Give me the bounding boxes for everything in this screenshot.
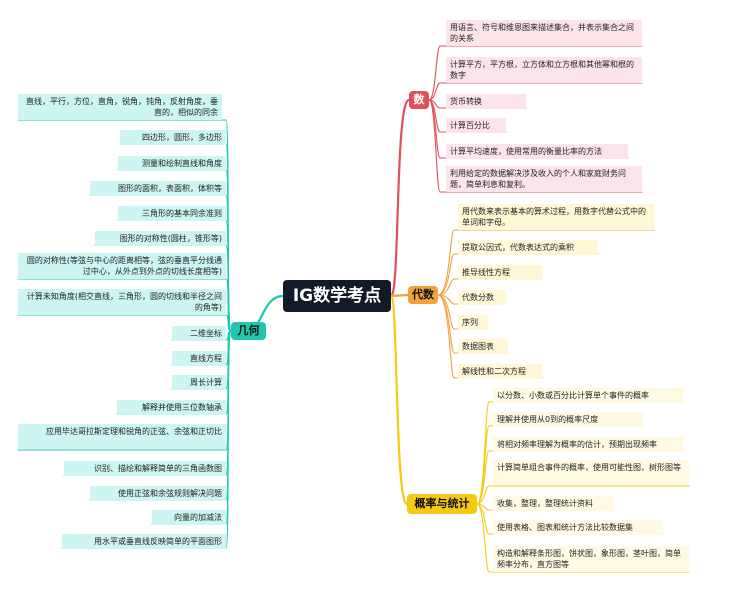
connector-algebra-3 — [437, 278, 455, 296]
leaf-geometry-14: 识别、描绘和解释简单的三角函数图 — [64, 461, 226, 476]
connector-probability-2 — [476, 425, 490, 505]
leaf-geometry-12: 解释并使用三位数轴承 — [117, 400, 226, 415]
leaf-geometry-13: 应用毕达哥拉斯定理和锐角的正弦、余弦和正切比 — [18, 424, 226, 449]
leaf-probability-5: 收集，整理，整理统计资料 — [493, 496, 613, 511]
leaf-geometry-5: 三角形的基本同余准则 — [118, 206, 226, 221]
leaf-algebra-3: 推导线性方程 — [458, 265, 542, 280]
connector-number-2 — [428, 82, 441, 101]
leaf-geometry-11: 周长计算 — [172, 375, 226, 390]
branch-algebra: 代数 — [408, 286, 438, 304]
trunk-algebra — [389, 293, 410, 298]
leaf-number-5: 计算平均速度，使用常用的衡量比率的方法 — [446, 144, 628, 159]
connector-algebra-7 — [437, 294, 455, 379]
leaf-probability-1: 以分数、小数或百分比计算单个事件的概率 — [493, 388, 683, 403]
connector-probability-7 — [476, 503, 490, 573]
leaf-geometry-8: 计算未知角度(相交直线，三角形，圆的切线和半径之间的角等) — [18, 289, 226, 315]
trunk-probability — [389, 294, 409, 506]
leaf-number-1: 用语言、符号和维恩图来描述集合，并表示集合之间的关系 — [446, 20, 642, 46]
leaf-geometry-2: 四边形，圆形，多边形 — [120, 130, 226, 145]
branch-number: 数 — [409, 91, 429, 109]
leaf-geometry-16: 向量的加减法 — [152, 510, 226, 525]
connector-number-6 — [428, 99, 441, 193]
leaf-geometry-3: 测量和绘制直线和角度 — [118, 156, 226, 171]
branch-probability: 概率与统计 — [407, 494, 477, 514]
leaf-probability-6: 使用表格、图表和统计方法比较数据集 — [493, 520, 663, 535]
leaf-algebra-1: 用代数来表示基本的算术过程，用数字代替公式中的单词和字母。 — [458, 204, 654, 230]
leaf-number-2: 计算平方，平方根，立方体和立方根和其他幂和根的数字 — [446, 57, 642, 83]
connector-algebra-1 — [437, 229, 455, 296]
leaf-number-4: 计算百分比 — [446, 118, 506, 133]
leaf-geometry-17: 用水平或垂直线反映简单的平面图形 — [62, 534, 226, 549]
connector-algebra-2 — [437, 253, 455, 296]
leaf-probability-3: 将相对频率理解为概率的估计，预期出现频率 — [493, 437, 683, 452]
leaf-geometry-9: 二维坐标 — [172, 326, 226, 341]
leaf-algebra-6: 数据图表 — [458, 339, 508, 354]
leaf-geometry-6: 图形的对称性(圆柱，锥形等) — [95, 231, 226, 246]
leaf-number-3: 货币转换 — [446, 94, 526, 109]
leaf-number-6: 利用给定的数据解决涉及收入的个人和家庭财务问题，简单利息和复利。 — [446, 166, 642, 192]
leaf-algebra-7: 解线性和二次方程 — [458, 364, 542, 379]
leaf-algebra-4: 代数分数 — [458, 290, 506, 305]
leaf-probability-4: 计算简单组合事件的概率，使用可能性图，树形图等 — [493, 460, 689, 485]
central-topic: IG数学考点 — [283, 280, 391, 312]
branch-geometry: 几何 — [231, 322, 266, 340]
leaf-geometry-4: 图形的面积，表面积，体积等 — [90, 181, 226, 196]
leaf-probability-2: 理解并使用从0到的概率尺度 — [493, 412, 643, 427]
connector-probability-4 — [476, 485, 490, 505]
leaf-geometry-10: 直线方程 — [172, 351, 226, 366]
connector-geometry-17 — [225, 330, 232, 549]
leaf-algebra-5: 序列 — [458, 315, 488, 330]
connector-probability-6 — [476, 503, 490, 535]
trunk-number — [389, 98, 411, 298]
connector-geometry-7 — [225, 278, 232, 332]
connector-number-1 — [428, 45, 441, 101]
leaf-geometry-7: 圆的对称性(等弦与中心的距离相等，弦的垂直平分线通过中心，从外点到外点的切线长度… — [18, 253, 226, 279]
leaf-algebra-2: 提取公因式，代数表达式的乘积 — [458, 240, 598, 255]
connector-probability-3 — [476, 450, 490, 505]
connector-geometry-8 — [225, 314, 232, 332]
leaf-geometry-1: 直线，平行，方位，直角，锐角，钝角，反射角度，垂直的，相似的同余 — [18, 94, 222, 120]
leaf-probability-7: 构造和解释条形图，饼状图，象形图，茎叶图，简单频率分布，直方图等 — [493, 546, 689, 572]
leaf-geometry-15: 使用正弦和余弦规则解决问题 — [90, 486, 226, 501]
